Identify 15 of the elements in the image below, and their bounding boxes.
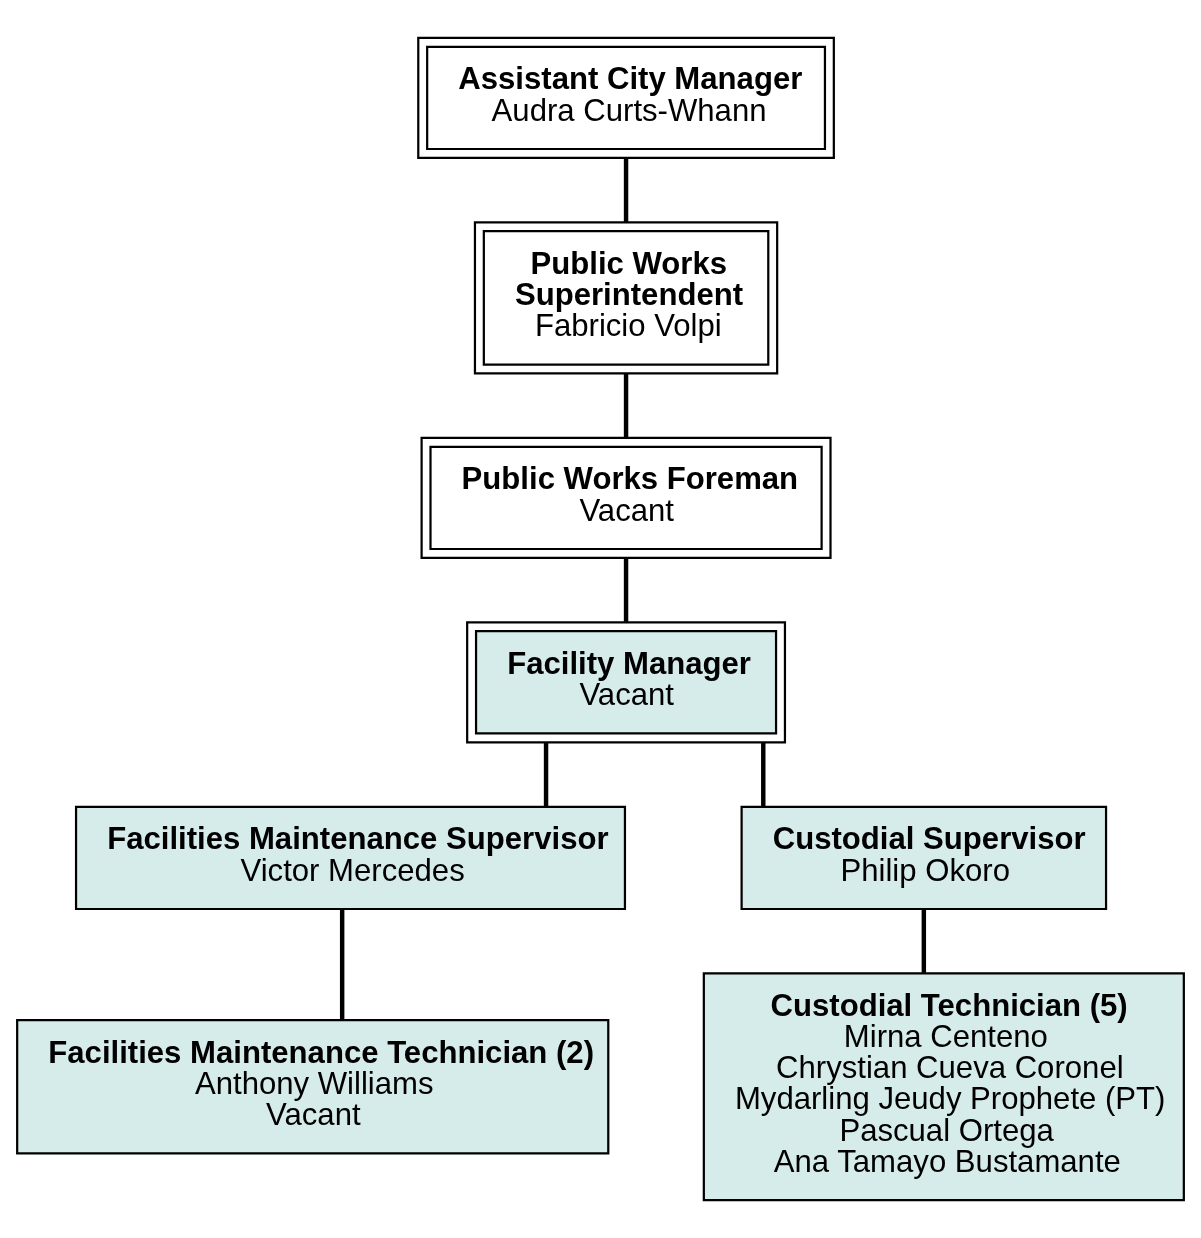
node-box: Public Works Superintendent Fabricio Volpi	[473, 221, 779, 375]
node-box: Facilities Maintenance Technician (2) Anthony Williams Vacant	[16, 1019, 610, 1155]
node-box: Public Works Foreman Vacant	[420, 436, 832, 559]
node-box: Facility Manager Vacant	[466, 621, 787, 744]
node-box: Custodial Technician (5) Mirna Centeno Chrystian Cueva Coronel Mydarling Jeudy Prophete (PT) Pascual Ortega Ana Tamayo Bustamante	[702, 972, 1185, 1202]
node-box: Assistant City Manager Audra Curts-Whann	[417, 36, 835, 159]
node-box: Facilities Maintenance Supervisor Victor Mercedes	[74, 805, 627, 911]
connector	[339, 909, 345, 1020]
connector	[921, 909, 927, 973]
connector	[761, 742, 766, 807]
node-box: Custodial Supervisor Philip Okoro	[740, 805, 1108, 911]
connector	[623, 373, 629, 438]
connector	[623, 157, 629, 223]
connector	[623, 558, 629, 622]
connector	[543, 742, 549, 807]
